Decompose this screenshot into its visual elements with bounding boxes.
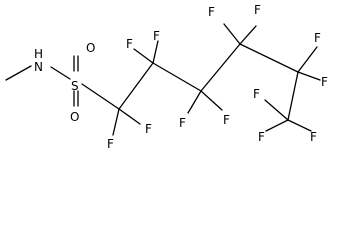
bond-c5-c6 (287, 71, 299, 121)
atom-f: F (310, 130, 317, 144)
bond-c6-f (287, 119, 312, 132)
atom-h: H (34, 47, 43, 61)
bond-n-s (50, 66, 71, 80)
bond-c1-f (112, 108, 120, 136)
bond-layer (5, 23, 321, 136)
bond-c1-c2 (118, 62, 154, 110)
atom-f: F (153, 29, 160, 43)
bond-c3-f (200, 90, 223, 111)
bond-c6-f (264, 99, 289, 121)
bond-c5-f (297, 46, 318, 73)
bond-c6-f (265, 119, 289, 132)
atom-s: S (71, 79, 79, 93)
bond-c4-c5 (239, 43, 299, 73)
bond-c3-c4 (200, 43, 241, 92)
atom-o-top: O (86, 41, 95, 55)
atom-f: F (258, 130, 265, 144)
chemical-structure: N H S O O F F F F F F F F F F F F F (5, 3, 328, 151)
atom-f: F (126, 37, 133, 51)
bond-c4-f (223, 23, 241, 45)
bond-c1-f (118, 108, 141, 125)
atom-label-layer: N H S O O F F F F F F F F F F F F F (34, 3, 328, 151)
bond-c2-f (133, 48, 154, 64)
atom-o-bottom: O (70, 110, 79, 124)
bond-c3-f (187, 90, 202, 114)
atom-f: F (208, 5, 215, 19)
atom-f: F (223, 113, 230, 127)
atom-n: N (34, 60, 43, 74)
atom-f: F (179, 116, 186, 130)
atom-f: F (321, 75, 328, 89)
bond-c2-f (152, 40, 159, 64)
bond-methyl-n (5, 65, 32, 81)
atom-f: F (254, 3, 261, 17)
atom-f: F (314, 31, 321, 45)
bond-c4-f (239, 25, 257, 45)
structure-canvas: N H S O O F F F F F F F F F F F F F (5, 3, 328, 151)
atom-f: F (145, 122, 152, 136)
atom-f: F (253, 87, 260, 101)
bond-c2-c3 (152, 62, 202, 92)
atom-f: F (107, 137, 114, 151)
bond-s-c1 (81, 83, 120, 110)
bond-c5-f (297, 71, 321, 81)
